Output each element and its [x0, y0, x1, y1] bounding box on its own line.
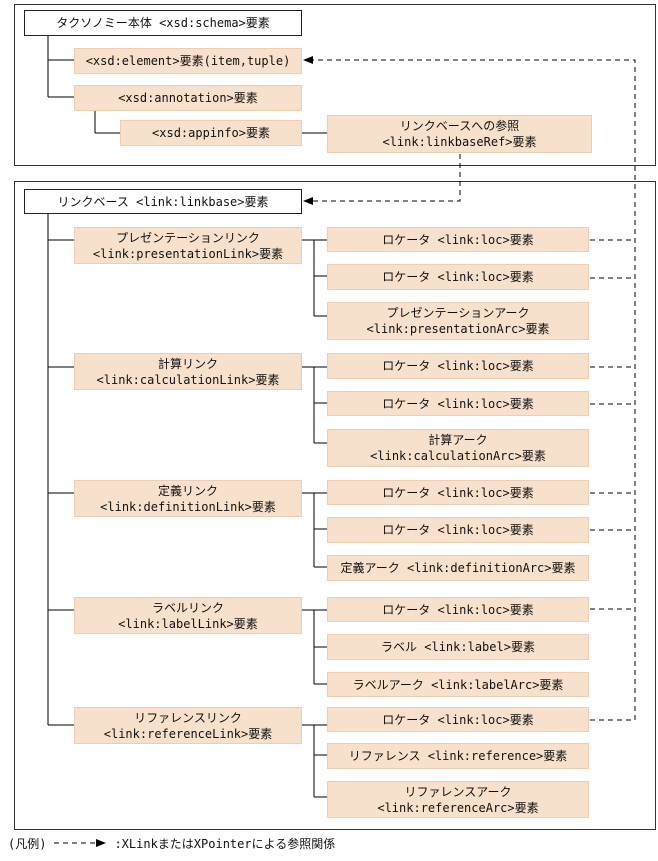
calculation-arc-element: <link:calculationArc>要素 — [370, 449, 546, 463]
presentation-arc-element: <link:presentationArc>要素 — [366, 322, 550, 336]
label-loc1-node: ロケータ <link:loc>要素 — [327, 597, 589, 622]
legend-prefix: (凡例) — [8, 836, 47, 851]
definition-loc1-node: ロケータ <link:loc>要素 — [327, 480, 589, 505]
linkbaseref-title: リンクベースへの参照 — [399, 119, 520, 133]
taxonomy-schema-node: タクソノミー本体 <xsd:schema>要素 — [24, 10, 302, 36]
presentation-link-node: プレゼンテーションリンク <link:presentationLink>要素 — [74, 227, 302, 264]
linkbaseref-to-linkbase-arrow — [303, 154, 461, 205]
presentation-link-title: プレゼンテーションリンク — [116, 230, 260, 245]
linkbase-label: リンクベース <link:linkbase>要素 — [57, 194, 269, 209]
label-arc-label: ラベルアーク <link:labelArc>要素 — [352, 677, 564, 692]
reference-arc-title: リファレンスアーク — [404, 784, 512, 799]
reference-resource-node: リファレンス <link:reference>要素 — [327, 743, 589, 769]
reference-link-node: リファレンスリンク <link:referenceLink>要素 — [74, 707, 302, 744]
definition-arc-label: 定義アーク <link:definitionArc>要素 — [340, 561, 576, 575]
label-loc1-label: ロケータ <link:loc>要素 — [382, 602, 534, 617]
label-link-node: ラベルリンク <link:labelLink>要素 — [74, 597, 302, 634]
presentation-link-element: <link:presentationLink>要素 — [92, 246, 284, 261]
label-arc-node: ラベルアーク <link:labelArc>要素 — [327, 672, 589, 697]
reference-link-title: リファレンスリンク — [134, 710, 242, 725]
xsd-appinfo-node: <xsd:appinfo>要素 — [120, 120, 302, 146]
label-link-element: <link:labelLink>要素 — [118, 616, 258, 631]
presentation-loc2-label: ロケータ <link:loc>要素 — [382, 270, 534, 284]
reference-resource-label: リファレンス <link:reference>要素 — [348, 749, 568, 763]
xsd-annotation-node: <xsd:annotation>要素 — [74, 85, 302, 111]
xsd-appinfo-label: <xsd:appinfo>要素 — [152, 126, 270, 140]
presentation-arc-title: プレゼンテーションアーク — [386, 306, 530, 320]
reference-arc-element: <link:referenceArc>要素 — [377, 800, 539, 815]
reference-loc1-label: ロケータ <link:loc>要素 — [382, 712, 534, 727]
xsd-element-node: <xsd:element>要素(item,tuple) — [74, 48, 302, 74]
calculation-arc-node: 計算アーク <link:calculationArc>要素 — [327, 429, 589, 467]
calculation-loc1-label: ロケータ <link:loc>要素 — [382, 359, 534, 373]
calculation-loc2-label: ロケータ <link:loc>要素 — [382, 396, 534, 411]
reference-arc-node: リファレンスアーク <link:referenceArc>要素 — [327, 781, 589, 818]
legend: (凡例) :XLinkまたはXPointerによる参照関係 — [8, 833, 335, 853]
definition-loc2-label: ロケータ <link:loc>要素 — [382, 523, 534, 537]
label-resource-node: ラベル <link:label>要素 — [327, 634, 589, 660]
locators-to-element-arrow — [303, 56, 636, 720]
definition-link-element: <link:definitionLink>要素 — [100, 499, 276, 514]
presentation-loc1-label: ロケータ <link:loc>要素 — [382, 232, 534, 247]
linkbaseref-node: リンクベースへの参照 <link:linkbaseRef>要素 — [327, 115, 592, 153]
reference-link-element: <link:referenceLink>要素 — [103, 726, 273, 741]
xsd-element-label: <xsd:element>要素(item,tuple) — [85, 54, 291, 68]
definition-arc-node: 定義アーク <link:definitionArc>要素 — [327, 555, 589, 581]
presentation-arc-node: プレゼンテーションアーク <link:presentationArc>要素 — [327, 302, 589, 340]
calculation-link-element: <link:calculationLink>要素 — [96, 372, 280, 387]
reference-loc1-node: ロケータ <link:loc>要素 — [327, 707, 589, 732]
dashed-arrow-icon — [54, 839, 107, 847]
xsd-annotation-label: <xsd:annotation>要素 — [118, 91, 258, 105]
calculation-link-node: 計算リンク <link:calculationLink>要素 — [74, 353, 302, 390]
label-resource-label: ラベル <link:label>要素 — [381, 640, 535, 654]
definition-link-title: 定義リンク — [157, 483, 218, 498]
calculation-loc1-node: ロケータ <link:loc>要素 — [327, 353, 589, 379]
calculation-link-title: 計算リンク — [157, 356, 218, 371]
linkbase-node: リンクベース <link:linkbase>要素 — [24, 189, 302, 214]
legend-text: :XLinkまたはXPointerによる参照関係 — [114, 836, 336, 851]
definition-link-node: 定義リンク <link:definitionLink>要素 — [74, 480, 302, 517]
calculation-arc-title: 計算アーク — [428, 433, 488, 447]
presentation-loc1-node: ロケータ <link:loc>要素 — [327, 227, 589, 252]
label-link-title: ラベルリンク — [151, 600, 224, 615]
presentation-loc2-node: ロケータ <link:loc>要素 — [327, 264, 589, 290]
definition-loc2-node: ロケータ <link:loc>要素 — [327, 517, 589, 543]
definition-loc1-label: ロケータ <link:loc>要素 — [382, 485, 534, 500]
linkbaseref-element: <link:linkbaseRef>要素 — [382, 135, 537, 149]
taxonomy-schema-label: タクソノミー本体 <xsd:schema>要素 — [56, 16, 270, 30]
calculation-loc2-node: ロケータ <link:loc>要素 — [327, 391, 589, 416]
